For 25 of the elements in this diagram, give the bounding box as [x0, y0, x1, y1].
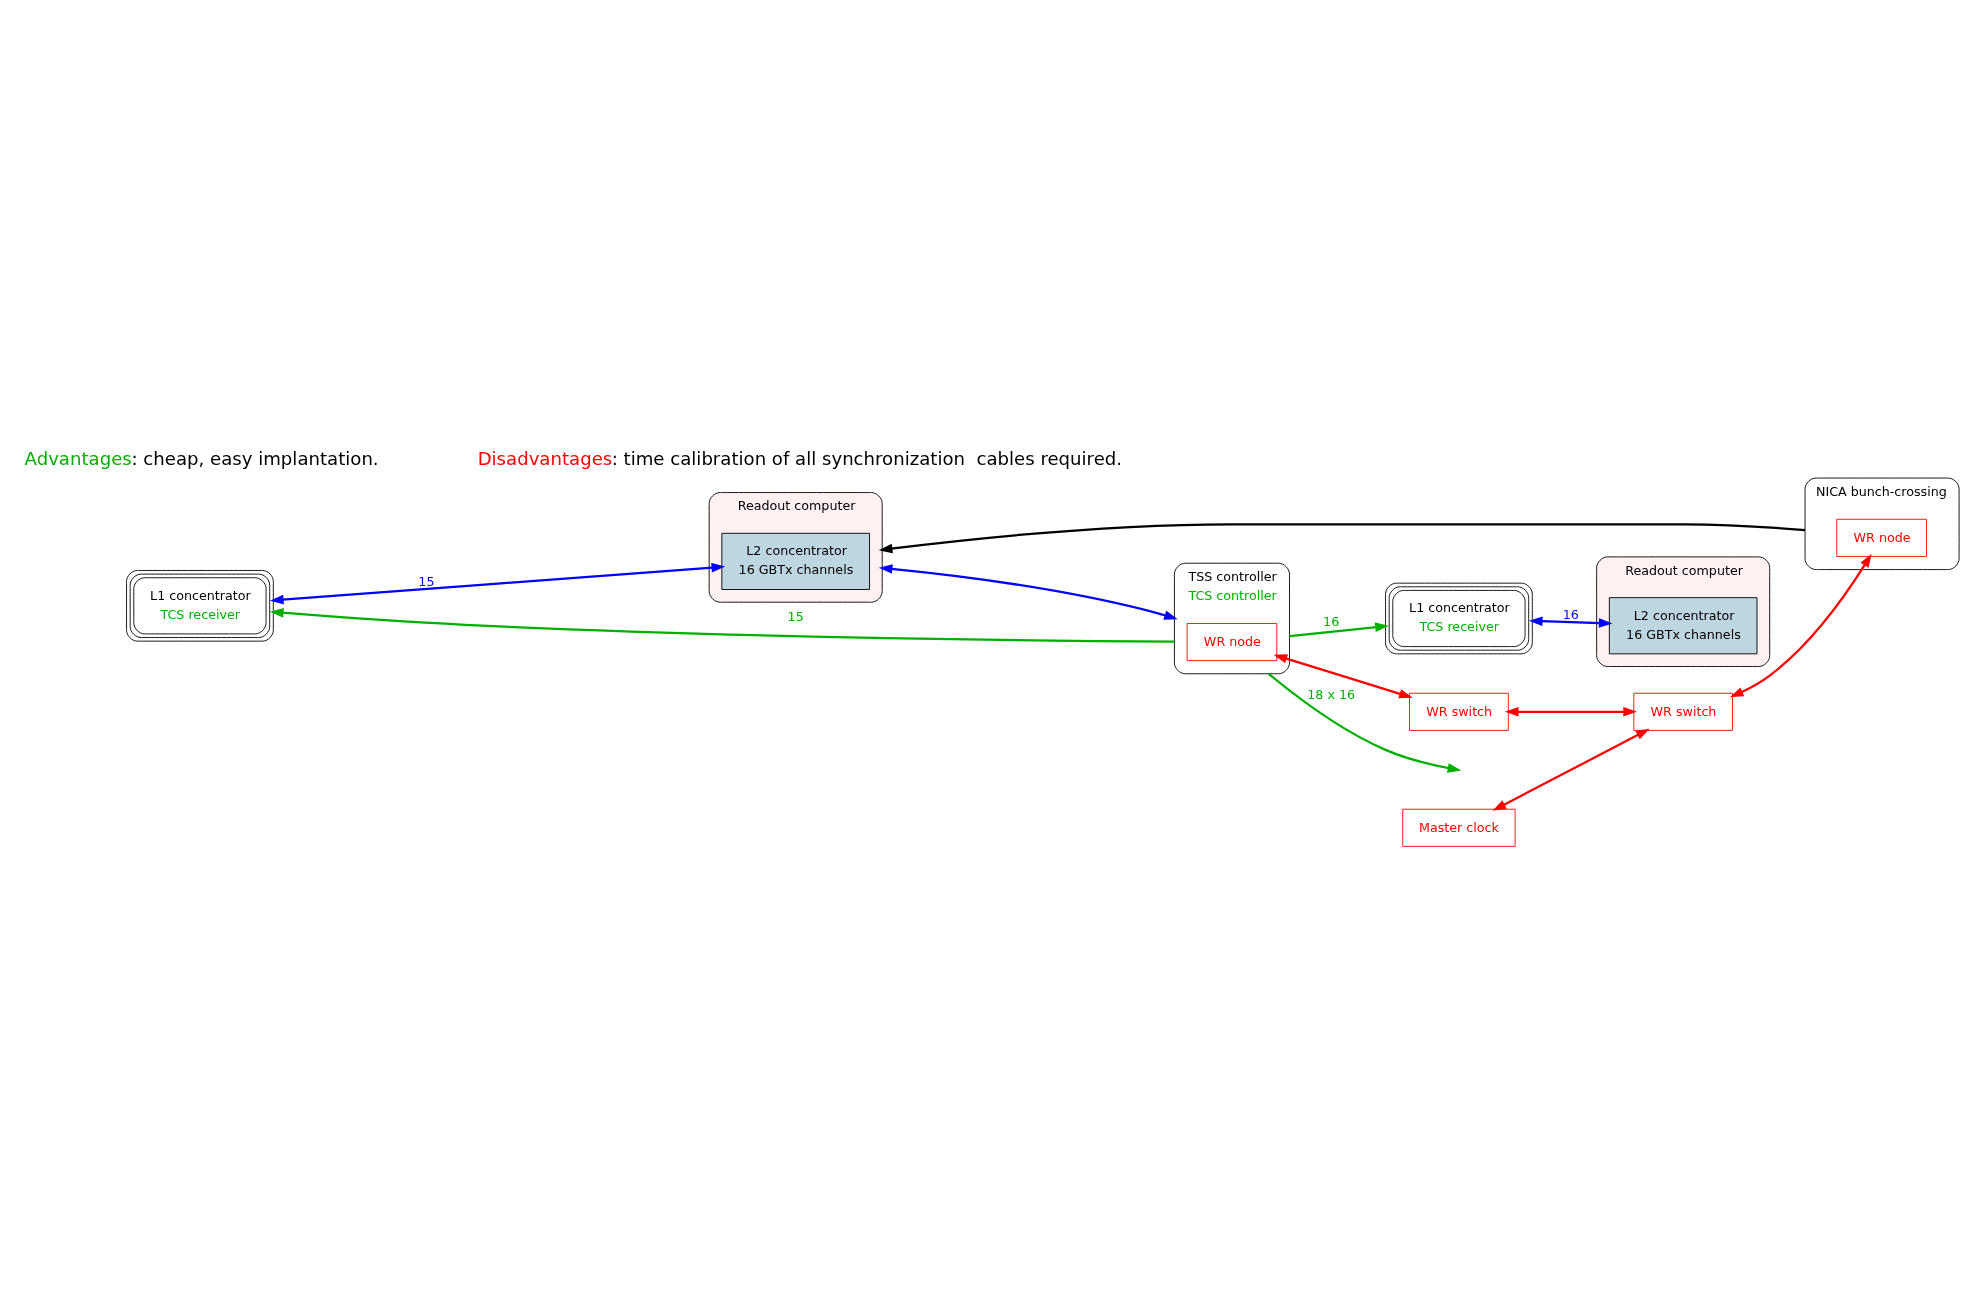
edge-label: 16 — [1323, 613, 1340, 629]
node-box: WR node — [1836, 518, 1927, 557]
node-box: WR node — [1186, 622, 1278, 661]
arrow — [1267, 672, 1462, 773]
arrow — [1289, 621, 1389, 637]
node-box: WR switch — [1409, 692, 1509, 731]
edge-label: 15 — [418, 573, 435, 589]
arrow — [1504, 706, 1637, 717]
arrow — [1492, 728, 1650, 811]
arrow — [269, 562, 726, 604]
edge-label: 16 — [1562, 606, 1579, 622]
arrow — [1528, 615, 1613, 628]
arrow — [878, 522, 1806, 553]
arrow — [1729, 553, 1872, 697]
label: Advantages: cheap, easy implantation. — [24, 447, 379, 469]
node-box: L2 concentrator 16 GBTx channels — [721, 532, 870, 590]
arrow — [1273, 653, 1413, 698]
node-box: Master clock — [1402, 808, 1516, 847]
label: Disadvantages: time calibration of all synchronization cables required. — [477, 447, 1123, 469]
edge-label: 18 x 16 — [1307, 686, 1356, 702]
arrow — [878, 563, 1178, 620]
arrow — [269, 607, 1175, 643]
edge-label: 15 — [787, 608, 804, 624]
node-box: WR switch — [1633, 692, 1733, 731]
node-box: L2 concentrator 16 GBTx channels — [1608, 596, 1758, 654]
